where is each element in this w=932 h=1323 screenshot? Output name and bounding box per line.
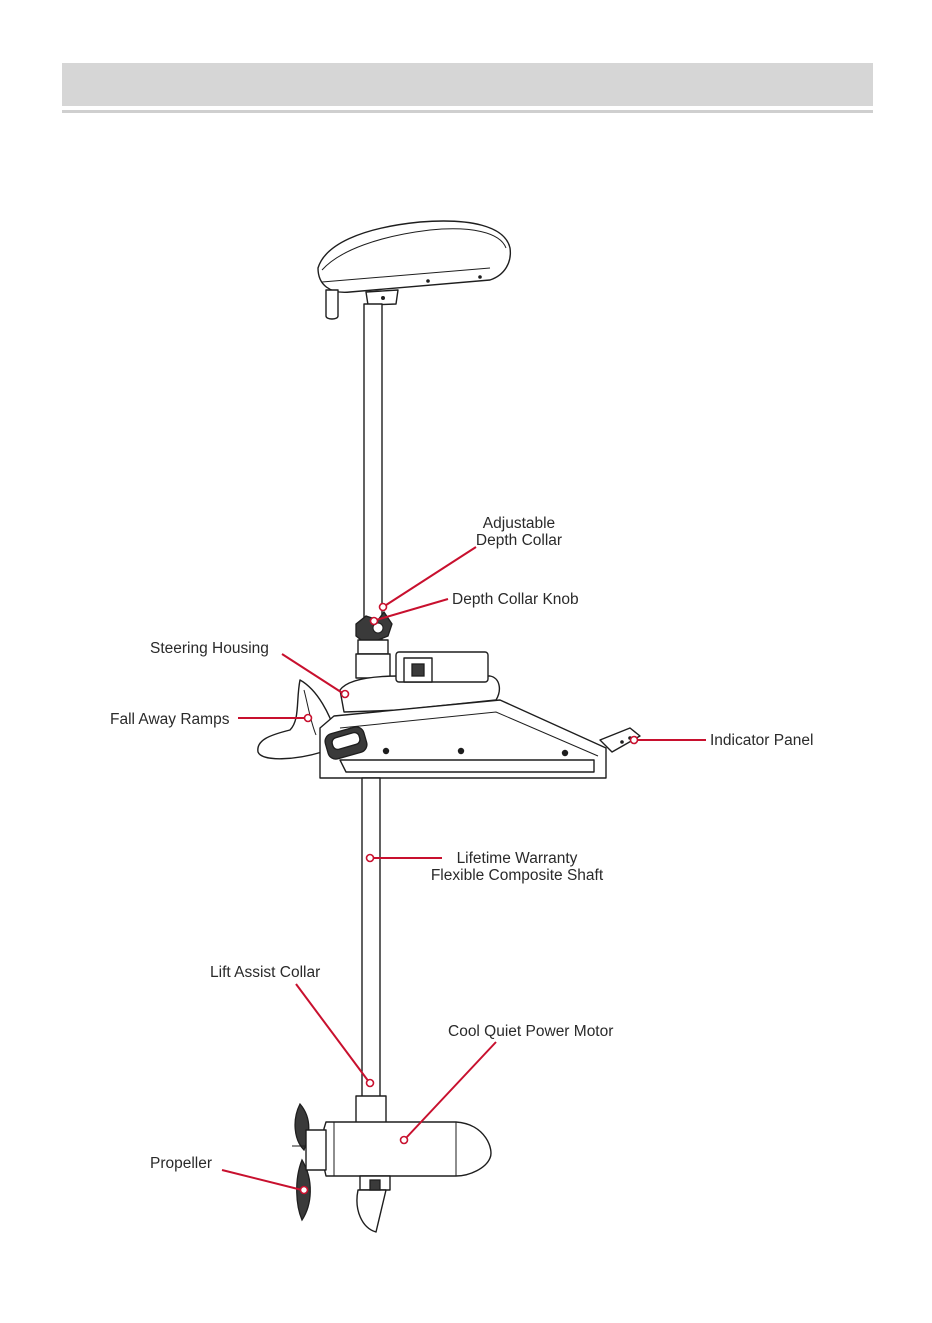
label-lift-assist-collar: Lift Assist Collar (210, 964, 320, 981)
label-depth-collar-knob: Depth Collar Knob (452, 591, 579, 608)
label-motor: Cool Quiet Power Motor (448, 1023, 613, 1040)
label-shaft-2: Flexible Composite Shaft (431, 867, 604, 884)
label-steering-housing: Steering Housing (150, 640, 269, 657)
label-adjustable-depth-collar-2: Depth Collar (476, 532, 562, 549)
lower-motor (322, 1096, 491, 1232)
leader-steering-housing (282, 654, 349, 698)
label-adjustable-depth-collar-1: Adjustable (483, 515, 555, 532)
propeller (292, 1104, 326, 1220)
label-shaft-1: Lifetime Warranty (457, 850, 578, 867)
upper-shaft (364, 304, 382, 654)
lower-shaft (362, 778, 380, 1098)
leader-indicator-panel (631, 737, 707, 744)
motor-head (318, 221, 510, 319)
label-indicator-panel: Indicator Panel (710, 732, 813, 749)
leader-propeller (222, 1170, 308, 1194)
label-propeller: Propeller (150, 1155, 212, 1172)
label-fall-away-ramps: Fall Away Ramps (110, 711, 230, 728)
